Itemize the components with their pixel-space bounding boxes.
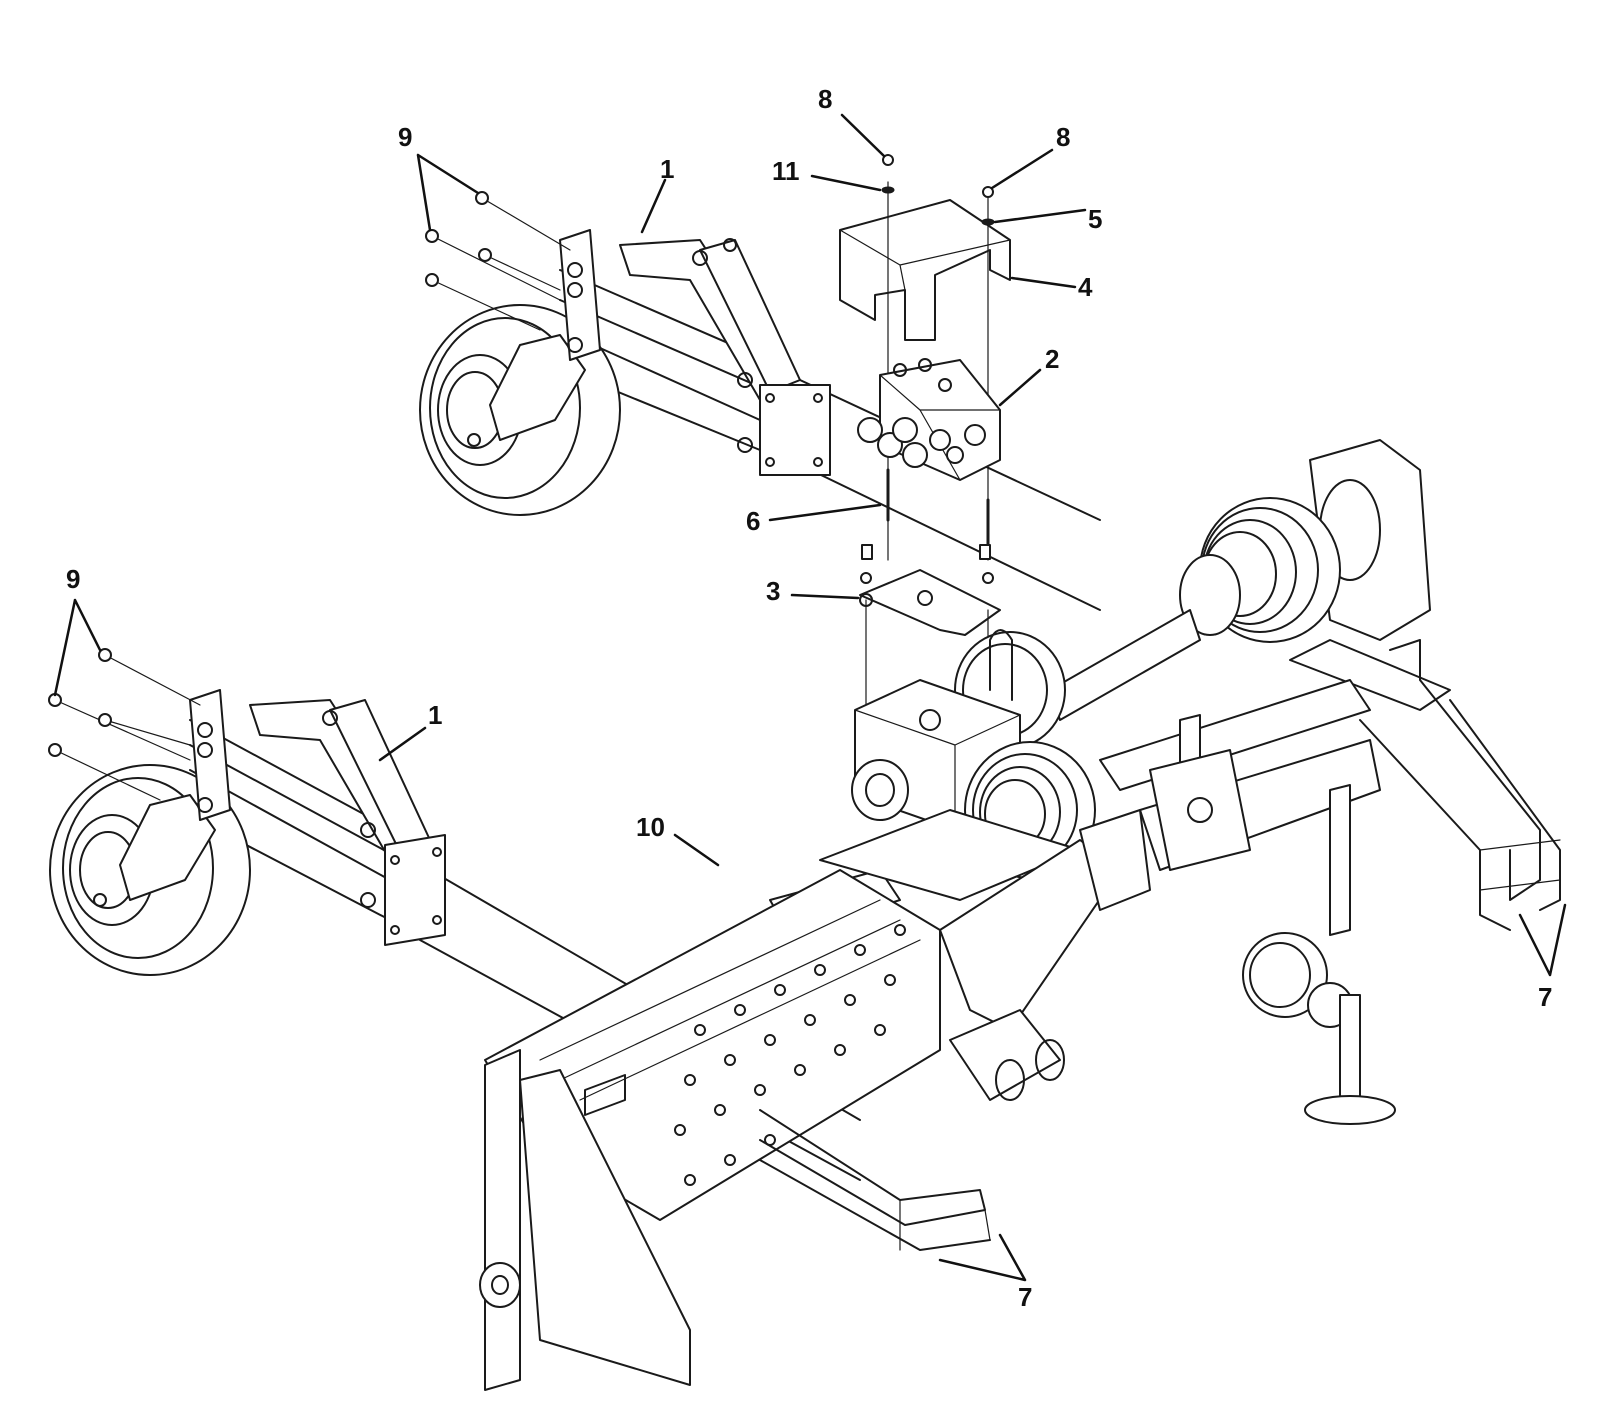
callout-7-bottom: 7 (1018, 1282, 1032, 1312)
callout-leaders (53, 113, 1567, 1282)
callout-6: 6 (746, 506, 760, 536)
callout-labels: 9 1 8 11 8 5 4 2 6 3 9 1 10 7 7 (66, 84, 1552, 1312)
callout-9-left: 9 (66, 564, 80, 594)
gauge-wheel-assembly-left (48, 648, 861, 1181)
callout-9-top: 9 (398, 122, 412, 152)
gauge-wheel-assembly-top (419, 191, 1101, 611)
callout-11: 11 (772, 156, 800, 186)
right-frame-and-tines (1099, 639, 1561, 936)
callout-8-right: 8 (1056, 122, 1070, 152)
main-frame-and-rotor (479, 809, 1151, 1391)
callout-10: 10 (636, 812, 665, 842)
callout-1-top: 1 (660, 154, 674, 184)
callout-4: 4 (1078, 272, 1093, 302)
callout-7-right: 7 (1538, 982, 1552, 1012)
tine-rows (674, 924, 906, 1186)
callout-5: 5 (1088, 204, 1102, 234)
callout-3: 3 (766, 576, 780, 606)
valve-cover-assembly (839, 154, 1011, 721)
callout-1-left: 1 (428, 700, 442, 730)
driveline-assembly (851, 439, 1431, 1125)
callout-2: 2 (1045, 344, 1059, 374)
callout-8-left: 8 (818, 84, 832, 114)
